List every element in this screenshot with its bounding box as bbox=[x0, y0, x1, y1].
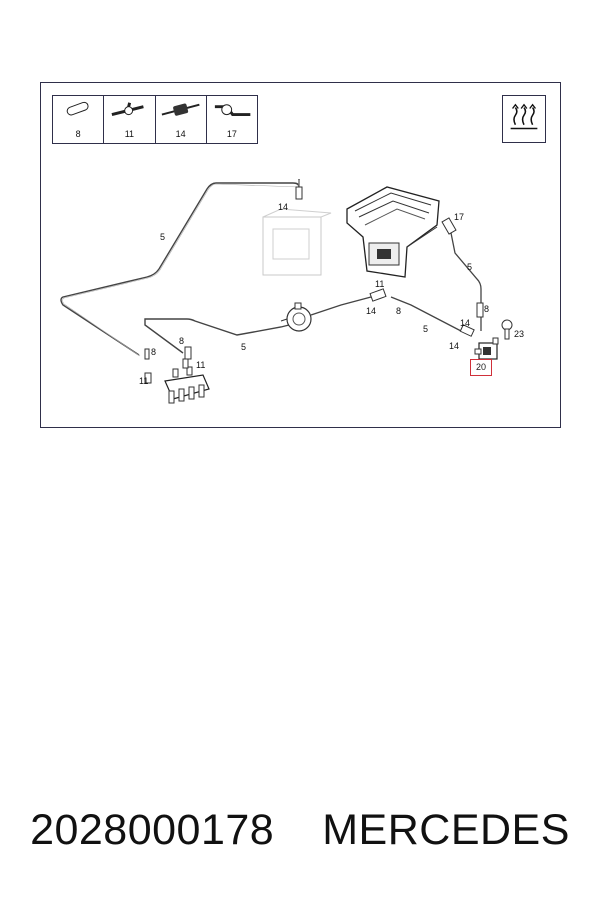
callout-14: 14 bbox=[366, 306, 377, 316]
elbow-connector-icon bbox=[214, 104, 251, 117]
switchover-valve bbox=[474, 337, 499, 360]
callout-5: 5 bbox=[423, 324, 429, 334]
parts-legend: 8 11 14 17 bbox=[52, 95, 258, 144]
callout-8: 8 bbox=[179, 336, 185, 346]
callout-8: 8 bbox=[151, 347, 157, 357]
legend-number: 14 bbox=[175, 129, 186, 139]
heater-control-unit bbox=[346, 186, 440, 278]
heat-symbol-icon bbox=[510, 103, 538, 130]
callout-8: 8 bbox=[484, 304, 490, 314]
callout-11: 11 bbox=[139, 376, 149, 386]
legend-number: 8 bbox=[75, 129, 81, 139]
callout-17: 17 bbox=[454, 212, 465, 222]
callout-23: 23 bbox=[514, 329, 525, 339]
distribution-block bbox=[164, 366, 210, 404]
callout-11: 11 bbox=[196, 360, 206, 370]
bolt bbox=[501, 319, 513, 340]
legend-number: 17 bbox=[226, 129, 237, 139]
vacuum-line-long bbox=[60, 179, 300, 356]
footer: 2028000178 MERCEDES bbox=[0, 800, 600, 860]
legend-number: 11 bbox=[124, 129, 135, 139]
straight-connector-icon bbox=[66, 101, 89, 116]
callout-14: 14 bbox=[460, 318, 471, 328]
vacuum-line-lower bbox=[144, 318, 290, 354]
brand-name: MERCEDES bbox=[322, 805, 570, 854]
vacuum-line-upright bbox=[450, 232, 482, 331]
callout-5: 5 bbox=[241, 342, 247, 352]
callout-8: 8 bbox=[396, 306, 402, 316]
legend-item-8: 8 bbox=[53, 96, 105, 143]
callout-5: 5 bbox=[160, 232, 166, 242]
heat-symbol-box bbox=[502, 95, 546, 143]
callout-5: 5 bbox=[467, 262, 473, 272]
check-valve-icon bbox=[161, 103, 200, 116]
vacuum-line-right bbox=[310, 296, 372, 316]
parts-diagram-frame: 8 11 14 17 bbox=[40, 82, 561, 428]
part-number: 2028000178 bbox=[30, 805, 275, 854]
callout-14: 14 bbox=[449, 341, 460, 351]
vacuum-reservoir bbox=[280, 302, 312, 332]
hose-junction-8 bbox=[144, 348, 150, 360]
check-valve-lower bbox=[184, 346, 192, 360]
callout-11: 11 bbox=[375, 279, 385, 289]
legend-item-17: 17 bbox=[207, 96, 257, 143]
tee-connector-icon bbox=[111, 102, 145, 117]
legend-item-14: 14 bbox=[156, 96, 207, 143]
callout-14: 14 bbox=[278, 202, 289, 212]
highlighted-part-callout[interactable]: 20 bbox=[470, 359, 492, 376]
ghost-component bbox=[262, 208, 332, 276]
legend-item-11: 11 bbox=[104, 96, 156, 143]
connector-top bbox=[295, 186, 303, 200]
